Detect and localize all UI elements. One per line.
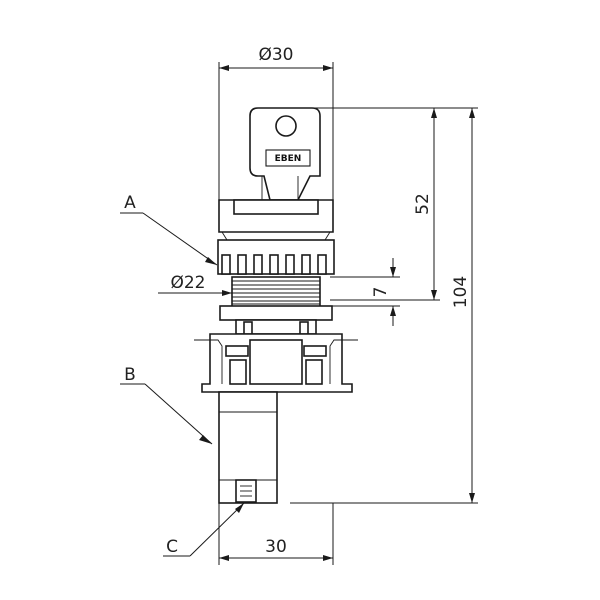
key: EBEN — [249, 107, 321, 201]
nut — [219, 305, 333, 335]
bezel-teeth — [221, 254, 327, 275]
bracket — [194, 333, 358, 393]
dim-thread-length: 7 — [371, 287, 391, 298]
contact-block — [218, 391, 278, 504]
switch-part: EBEN — [194, 107, 358, 504]
dimension-lines — [158, 62, 478, 565]
dim-total-height: 104 — [451, 276, 471, 308]
dim-diameter-thread: Ø22 — [170, 273, 205, 293]
dim-height-key: 52 — [413, 193, 433, 215]
callout-a: A — [124, 193, 136, 213]
dim-diameter-top: Ø30 — [258, 45, 293, 65]
callout-c: C — [166, 537, 178, 557]
thread — [231, 276, 321, 308]
logo-box — [265, 149, 311, 167]
dim-width-bottom: 30 — [265, 537, 287, 557]
lock-head — [217, 199, 335, 275]
callout-leaders — [120, 212, 245, 557]
callout-b: B — [124, 365, 136, 385]
logo-text: EBEN — [275, 154, 302, 164]
